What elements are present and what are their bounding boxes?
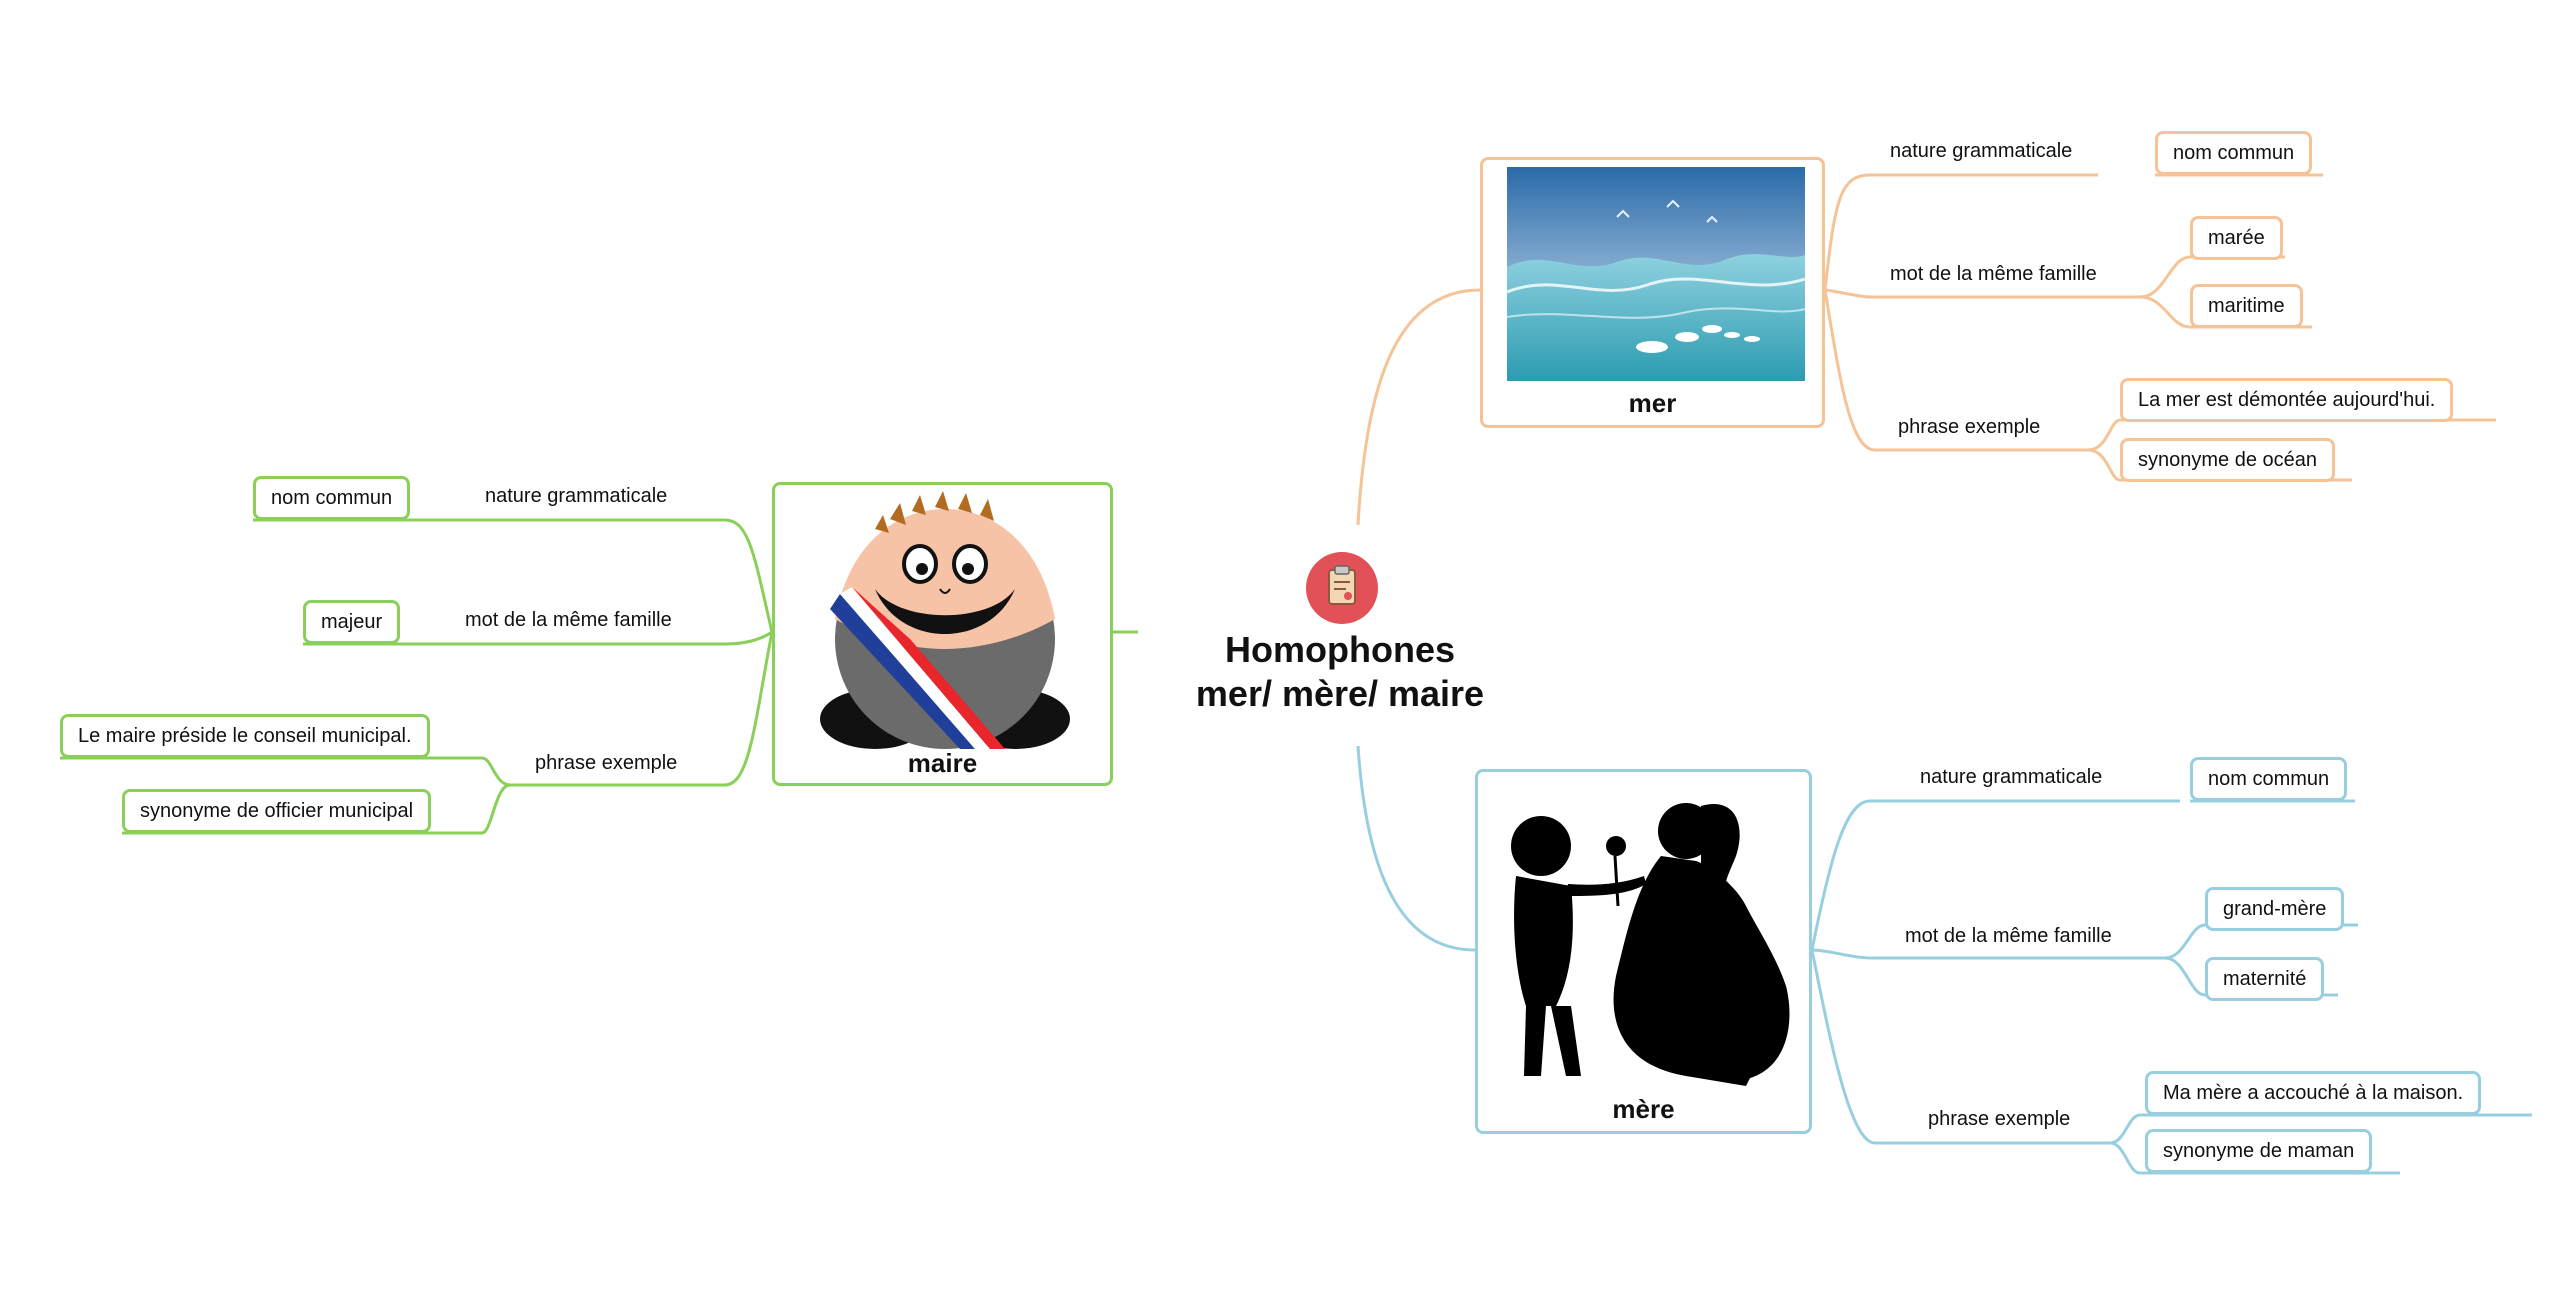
link-mer-maritime (2139, 295, 2312, 329)
mere-phrase-value-1[interactable]: Ma mère a accouché à la maison. (2145, 1071, 2482, 1115)
maire-famille-label[interactable]: mot de la même famille (465, 609, 672, 631)
topic-card-mere[interactable]: mère (1475, 769, 1812, 1134)
link-mere-famille (1811, 948, 2165, 960)
sea-image (1507, 167, 1805, 381)
mer-nature-label[interactable]: nature grammaticale (1890, 140, 2073, 162)
link-mere-phrase1 (2109, 1113, 2532, 1145)
link-mer-nature (1823, 173, 2098, 291)
mere-phrase-label[interactable]: phrase exemple (1928, 1108, 2071, 1130)
mere-famille-value-1[interactable]: grand-mère (2205, 887, 2345, 931)
link-center-mere (1356, 745, 1476, 952)
central-topic[interactable]: Homophones mer/ mère/ maire (1150, 628, 1530, 716)
central-topic-line1: Homophones (1225, 629, 1455, 670)
link-mere-grandmere (2164, 923, 2358, 960)
mere-famille-label[interactable]: mot de la même famille (1905, 925, 2112, 947)
mer-famille-value-2[interactable]: maritime (2190, 284, 2303, 328)
mer-phrase-label[interactable]: phrase exemple (1898, 416, 2041, 438)
link-mere-maternite (2164, 956, 2338, 997)
mer-phrase-value-1[interactable]: La mer est démontée aujourd'hui. (2120, 378, 2454, 422)
topic-card-maire[interactable]: maire (772, 482, 1113, 786)
clipboard-icon[interactable] (1306, 552, 1378, 624)
link-mere-nature (1810, 799, 2180, 951)
maire-phrase-label[interactable]: phrase exemple (535, 752, 678, 774)
topic-title-mer: mer (1628, 388, 1677, 418)
link-mere-phrase2 (2109, 1141, 2400, 1175)
mer-famille-value-1[interactable]: marée (2190, 216, 2283, 260)
mother-child-image (1511, 803, 1790, 1086)
mer-famille-label[interactable]: mot de la même famille (1890, 263, 2097, 285)
link-mer-maree (2139, 255, 2285, 299)
mere-phrase-value-2[interactable]: synonyme de maman (2145, 1129, 2373, 1173)
link-maire-nature (425, 518, 774, 633)
central-topic-line2: mer/ mère/ maire (1195, 673, 1485, 714)
mer-nature-value[interactable]: nom commun (2155, 131, 2313, 175)
maire-nature-value[interactable]: nom commun (253, 476, 411, 520)
link-maire-phrase2 (122, 783, 511, 835)
link-center-mer (1356, 288, 1481, 526)
mere-famille-value-2[interactable]: maternité (2205, 957, 2325, 1001)
link-maire-famille (404, 630, 773, 646)
maire-phrase-value-2[interactable]: synonyme de officier municipal (122, 789, 432, 833)
mer-phrase-value-2[interactable]: synonyme de océan (2120, 438, 2336, 482)
link-mer-phrase (1823, 289, 2088, 452)
topic-title-maire: maire (907, 748, 978, 778)
topic-card-mer[interactable]: mer (1480, 157, 1825, 428)
maire-famille-value-1[interactable]: majeur (303, 600, 401, 644)
link-mere-phrase (1810, 949, 2110, 1145)
link-mer-phrase2 (2087, 448, 2352, 482)
topic-title-mere: mère (1612, 1094, 1675, 1124)
link-maire-phrase1 (60, 756, 511, 787)
link-mer-famille (1824, 288, 2140, 299)
mayor-image (820, 491, 1070, 749)
mere-nature-value[interactable]: nom commun (2190, 757, 2348, 801)
maire-phrase-value-1[interactable]: Le maire préside le conseil municipal. (60, 714, 430, 758)
link-mer-phrase1 (2087, 418, 2496, 452)
link-maire-phrase (510, 631, 774, 787)
maire-nature-label[interactable]: nature grammaticale (485, 485, 668, 507)
mere-nature-label[interactable]: nature grammaticale (1920, 766, 2103, 788)
